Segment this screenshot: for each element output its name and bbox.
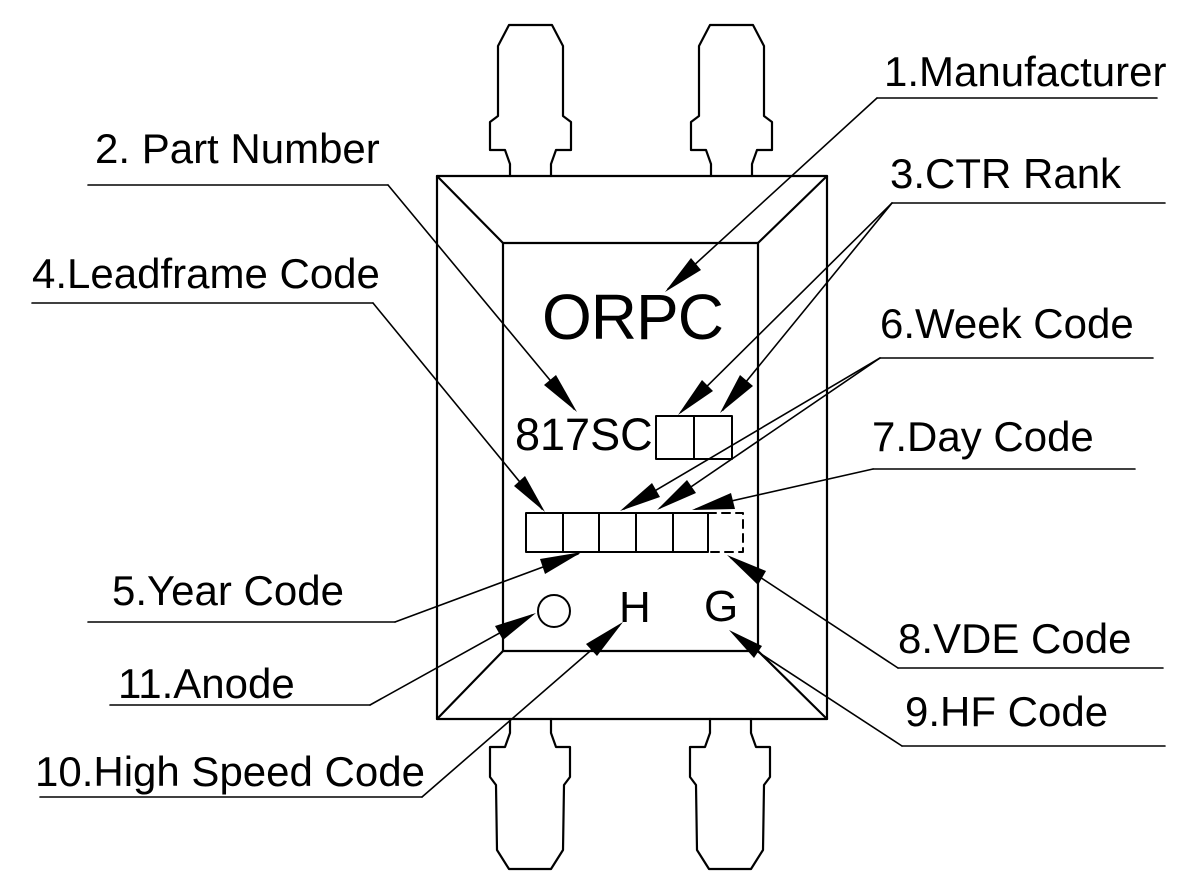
arrowhead-vde-code bbox=[727, 555, 766, 585]
bevel-top-left bbox=[435, 174, 505, 245]
label-leadframe-code: 4.Leadframe Code bbox=[32, 250, 380, 297]
label-hf-code: 9.HF Code bbox=[905, 688, 1109, 735]
label-anode: 11.Anode bbox=[118, 660, 295, 707]
arrowhead-part-number bbox=[544, 375, 577, 412]
package-outline bbox=[435, 174, 829, 721]
pin-top-right bbox=[689, 23, 774, 178]
package-outer-rect bbox=[435, 174, 829, 721]
bevel-top-right bbox=[756, 174, 829, 245]
package-pins bbox=[488, 23, 774, 871]
bevel-bottom-right bbox=[756, 649, 829, 721]
arrowhead-anode bbox=[495, 613, 536, 640]
bevel-bottom-left bbox=[435, 649, 505, 721]
arrowhead-leadframe bbox=[514, 476, 545, 512]
arrowhead-high-speed bbox=[586, 622, 623, 656]
label-vde-code: 8.VDE Code bbox=[898, 615, 1132, 662]
label-ctr-rank: 3.CTR Rank bbox=[890, 150, 1122, 197]
leader-high-speed bbox=[421, 625, 620, 798]
arrowhead-day-code bbox=[692, 493, 735, 510]
dashed-optional-cell bbox=[707, 512, 744, 553]
marking-boxes bbox=[525, 415, 744, 628]
arrowhead-year-code bbox=[540, 552, 582, 574]
chip-high-speed-mark: H bbox=[619, 583, 651, 632]
arrowhead-week-code-2 bbox=[657, 480, 696, 510]
pin-bottom-left bbox=[488, 717, 572, 871]
leader-ctr-rank-1 bbox=[680, 202, 893, 413]
chip-part-number-text: 817SC bbox=[515, 409, 653, 460]
label-day-code: 7.Day Code bbox=[872, 413, 1094, 460]
label-part-number: 2. Part Number bbox=[95, 125, 380, 172]
date-code-boxes bbox=[525, 512, 744, 553]
label-week-code: 6.Week Code bbox=[880, 300, 1134, 347]
leader-hf-code bbox=[757, 651, 903, 747]
leader-lines bbox=[31, 97, 1166, 798]
arrowhead-ctr-rank-1 bbox=[678, 380, 713, 415]
label-manufacturer: 1.Manufacturer bbox=[884, 48, 1167, 95]
leader-week-code-2 bbox=[659, 357, 881, 509]
arrowhead-ctr-rank-2 bbox=[720, 375, 753, 413]
chip-logo-text: ORPC bbox=[542, 281, 724, 353]
ctr-rank-boxes bbox=[655, 415, 733, 460]
label-year-code: 5.Year Code bbox=[112, 567, 344, 614]
leader-ctr-rank-2 bbox=[722, 202, 893, 411]
arrowhead-hf-code bbox=[729, 630, 762, 658]
arrowhead-manufacturer bbox=[665, 258, 701, 292]
arrowhead-week-code-1 bbox=[620, 483, 660, 511]
arrowheads bbox=[495, 258, 766, 658]
pin-top-left bbox=[488, 23, 573, 178]
leader-part-number bbox=[387, 184, 575, 410]
leader-week-code-1 bbox=[623, 357, 881, 510]
package-inner-rect bbox=[501, 241, 760, 653]
chip-hf-mark: G bbox=[704, 582, 739, 631]
label-high-speed-code: 10.High Speed Code bbox=[35, 748, 425, 795]
leader-manufacturer bbox=[667, 97, 878, 290]
leader-leadframe bbox=[372, 302, 543, 510]
pin-bottom-right bbox=[688, 717, 772, 871]
anode-dot bbox=[537, 594, 571, 628]
